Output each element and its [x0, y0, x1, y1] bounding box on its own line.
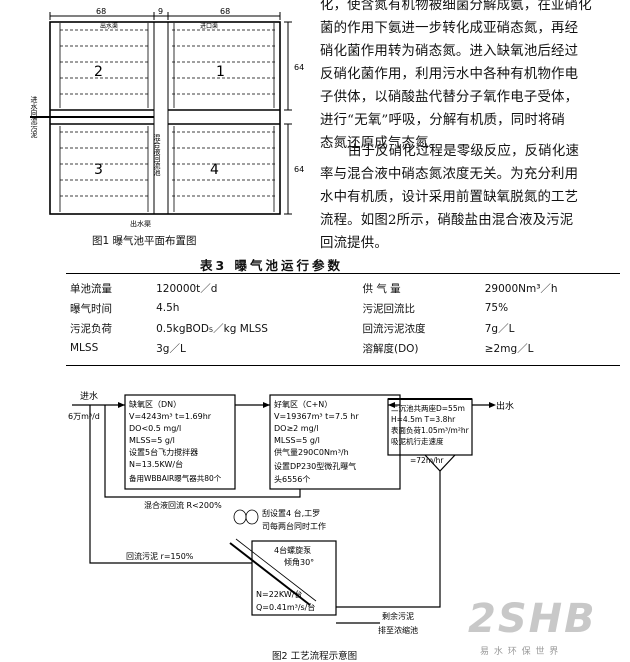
table-row: MLSS 3g／L 溶解度(DO) ≥2mg／L: [66, 338, 620, 358]
zone-number-4: 4: [210, 162, 219, 178]
cn-line-6: 头6556个: [274, 474, 310, 484]
cell: 0.5kgBOD₅／kg MLSS: [156, 322, 268, 335]
cell: 溶解度(DO): [362, 342, 419, 355]
sludge-return-label: 回流污泥 r=150%: [126, 551, 194, 561]
pump-line-2: N=22KW/台: [256, 589, 302, 599]
figure-2-process-flow: 进水 6万m³/d 出水 缺氧区（DN） V=4243m³ t=1.69hr D…: [68, 390, 514, 635]
dim-mid: 9: [158, 8, 163, 16]
watermark-text: 易 水 环 保 世 界: [480, 647, 560, 657]
dn-line-1: V=4243m³ t=1.69hr: [129, 412, 212, 421]
cell: ≥2mg／L: [484, 342, 534, 355]
cn-line-4: 供气量290C0Nm³/h: [274, 447, 349, 457]
zone-number-3: 3: [94, 162, 103, 178]
mixed-return-label: 混合液回流 R<200%: [144, 500, 222, 510]
cn-line-5: 设置DP230型微孔曝气: [274, 461, 356, 471]
text-line: 化，使含氮有机物被细菌分解成氨，在亚硝化: [320, 0, 592, 13]
pump-note-1: 司每两台同时工作: [262, 521, 326, 531]
cell: 75%: [484, 302, 509, 314]
dim-right: 68: [220, 8, 230, 16]
table-bottom-rule: [66, 365, 620, 366]
text-line: 水中有机质，设计采用前置缺氧脱氮的工艺: [320, 190, 579, 205]
table-row: 曝气时间 4.5h 污泥回流比 75%: [66, 298, 620, 318]
box-aerobic: [269, 394, 401, 490]
cell: 29000Nm³／h: [484, 282, 558, 295]
text-line: 由于反硝化过程是零级反应，反硝化速: [348, 144, 580, 159]
dn-line-6: 备用WBBAIR曝气器共80个: [129, 473, 222, 483]
excess-1: 排至浓缩池: [378, 625, 418, 635]
dn-line-4: 设置5台飞力搅拌器: [129, 447, 198, 457]
text-line: 率与混合液中硝态氮浓度无关。为充分利用: [320, 167, 579, 182]
top-small-left: 出水渠: [100, 22, 118, 30]
table-row: 污泥负荷 0.5kgBOD₅／kg MLSS 回流污泥浓度 7g／L: [66, 318, 620, 338]
clar-line-3: 吸泥机行走速度: [391, 436, 444, 446]
bottom-label: 出水渠: [130, 219, 151, 228]
dn-line-5: N=13.5KW/台: [129, 459, 183, 469]
table-title: 表3 曝气池运行参数: [200, 258, 344, 273]
text-line: 子供体，以硝酸盐代替分子氧作电子受体，: [320, 90, 579, 105]
clar-line-2: 表面负荷1.05m³/m²hr: [391, 425, 470, 435]
cn-line-1: V=19367m³ t=7.5 hr: [274, 412, 359, 421]
cell: 污泥回流比: [362, 302, 415, 315]
cell: 单池流量: [70, 282, 112, 295]
cell: 污泥负荷: [70, 322, 112, 335]
pump-line-1: 倾角30°: [284, 557, 314, 567]
text-block-2: 由于反硝化过程是零级反应，反硝化速 率与混合液中硝态氮浓度无关。为充分利用 水中…: [320, 140, 630, 255]
outflow-label: 出水: [496, 400, 514, 412]
zone-number-1: 1: [216, 64, 225, 80]
figure-1-aeration-layout: 68 9 68 64 64 出水渠 进口渠 2 1 3 4 混合液回流池 进水回…: [30, 8, 304, 228]
box-pump: [251, 540, 337, 616]
pump-line-0: 4台螺旋泵: [274, 545, 311, 555]
table-top-rule: [66, 273, 620, 274]
params-table: 单池流量 120000t／d 供 气 量 29000Nm³／h 曝气时间 4.5…: [66, 278, 620, 358]
figure-2-caption: 图2 工艺流程示意图: [272, 651, 358, 662]
watermark-logo: 2SHB: [468, 596, 597, 642]
text-line: 反硝化菌作用，利用污水中各种有机物作电: [320, 67, 579, 82]
text-line: 进行“无氧”呼吸，分解有机质，同时将硝: [320, 113, 566, 128]
cell: 4.5h: [156, 302, 180, 314]
zone-number-2: 2: [94, 64, 103, 80]
inflow-label: 进水: [80, 390, 98, 402]
dn-line-3: MLSS=5 g/l: [129, 436, 175, 445]
text-line: 流程。如图2所示，硝酸盐由混合液及污泥: [320, 213, 574, 228]
center-label: 混合液回流池: [153, 133, 161, 176]
text-block-1: 化，使含氮有机物被细菌分解成氨，在亚硝化 菌的作用下氨进一步转化成亚硝态氮，再经…: [320, 0, 630, 155]
text-line: 态氮还原成气态氮。: [320, 136, 443, 151]
text-line: 菌的作用下氨进一步转化成亚硝态氮，再经: [320, 21, 579, 36]
cell: 回流污泥浓度: [362, 322, 426, 335]
left-label: 进水回流污泥: [30, 96, 38, 139]
inflow-amount: 6万m³/d: [68, 412, 100, 421]
cell: 7g／L: [484, 322, 515, 335]
table-row: 单池流量 120000t／d 供 气 量 29000Nm³／h: [66, 278, 620, 298]
cell: 3g／L: [156, 342, 186, 355]
top-small-right: 进口渠: [200, 22, 218, 30]
clar-line-1: H=4.5m T=3.8hr: [391, 415, 456, 424]
figure-1-caption: 图1 曝气池平面布置图: [92, 235, 197, 247]
dim-left: 68: [96, 8, 106, 16]
dn-line-2: DO<0.5 mg/l: [129, 424, 181, 433]
clar-line-0: 二沉池共两座D=55m: [391, 403, 465, 413]
excess-0: 剩余污泥: [382, 611, 414, 621]
side-dim-top: 64: [294, 63, 304, 72]
box-anoxic: [124, 394, 236, 490]
text-line: 硝化菌作用转为硝态氮。进入缺氧池后经过: [320, 44, 579, 59]
cn-line-2: DO≥2 mg/l: [274, 424, 319, 433]
cell: MLSS: [70, 342, 99, 354]
cell: 120000t／d: [156, 282, 218, 295]
cell: 曝气时间: [70, 302, 112, 315]
dn-line-0: 缺氧区（DN）: [129, 399, 181, 409]
pump-note-0: 刮设置4 台,工罗: [262, 508, 320, 518]
text-line: 回流提供。: [320, 236, 388, 251]
cell: 供 气 量: [362, 282, 401, 295]
side-dim-bottom: 64: [294, 165, 304, 174]
clar-line-4: =72m/hr: [410, 456, 444, 465]
cn-line-3: MLSS=5 g/l: [274, 436, 320, 445]
pump-line-3: Q=0.41m³/s/台: [256, 602, 315, 612]
cn-line-0: 好氧区（C+N）: [274, 399, 332, 409]
